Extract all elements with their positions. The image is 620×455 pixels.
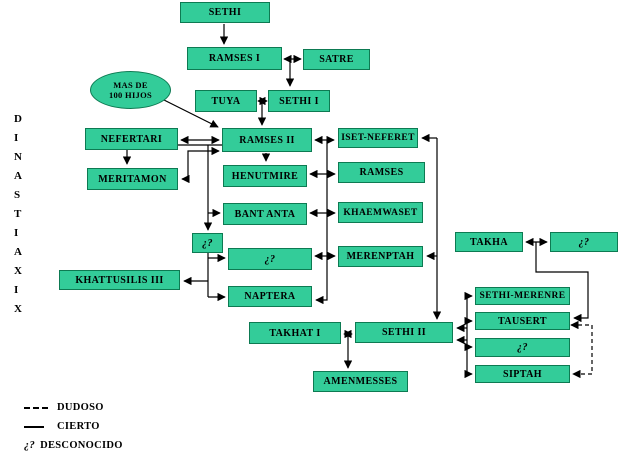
title-letter: X: [14, 303, 22, 315]
node-bant-anta: BANT ANTA: [223, 203, 307, 225]
title-letter: I: [14, 132, 19, 144]
node-sethi-i: SETHI I: [268, 90, 330, 112]
node-iset-neferet: ISET-NEFERET: [338, 128, 418, 148]
node-meritamon: MERITAMON: [87, 168, 178, 190]
node-takha: TAKHA: [455, 232, 523, 252]
node-mas-de-100-hijos: MAS DE 100 HIJOS: [90, 71, 171, 109]
node-tuya: TUYA: [195, 90, 257, 112]
node-naptera: NAPTERA: [228, 286, 312, 307]
node-ramses-i: RAMSES I: [187, 47, 282, 70]
edge-ellipse-ramses2: [163, 99, 219, 128]
node-henutmire: HENUTMIRE: [223, 165, 307, 187]
node-unknown-sethi-ii-wife: ¿?: [475, 338, 570, 357]
node-siptah: SIPTAH: [475, 365, 570, 383]
node-ramses: RAMSES: [338, 162, 425, 183]
node-amenmesses: AMENMESSES: [313, 371, 408, 392]
node-unknown-takha-spouse: ¿?: [550, 232, 618, 252]
node-nefertari: NEFERTARI: [85, 128, 178, 150]
node-ramses-ii: RAMSES II: [222, 128, 312, 152]
node-unknown-wife-small: ¿?: [192, 233, 223, 253]
dynasty-title-vertical: D I N A S T I A X I X: [14, 110, 22, 319]
edge-takha-tausert: [535, 242, 589, 323]
legend-label-desconocido: DESCONOCIDO: [40, 440, 123, 451]
node-khattusilis-iii: KHATTUSILIS III: [59, 270, 180, 290]
dashed-line-sample: [24, 406, 48, 409]
legend-row-desconocido: ¿? DESCONOCIDO: [24, 436, 123, 455]
trunk-ramses2-right: [315, 140, 328, 305]
node-sethi: SETHI: [180, 2, 270, 23]
ellipse-line1: MAS DE: [113, 79, 148, 90]
ellipse-line2: 100 HIJOS: [108, 90, 153, 100]
legend-label-cierto: CIERTO: [57, 421, 100, 432]
edge-meritamon-ramses2: [181, 146, 220, 184]
node-merenptah: MERENPTAH: [338, 246, 423, 267]
title-letter: A: [14, 246, 22, 258]
node-khaemwaset: KHAEMWASET: [338, 202, 423, 223]
edge-tausert-siptah-dashed: [570, 320, 593, 379]
title-letter: X: [14, 265, 22, 277]
node-sethi-merenre: SETHI-MERENRE: [475, 287, 570, 305]
legend-label-dudoso: DUDOSO: [57, 402, 104, 413]
title-letter: D: [14, 113, 22, 125]
node-satre: SATRE: [303, 49, 370, 70]
title-letter: I: [14, 227, 19, 239]
title-letter: N: [14, 151, 22, 163]
legend-row-dudoso: DUDOSO: [24, 398, 123, 417]
node-takhat-i: TAKHAT I: [249, 322, 341, 344]
legend-row-cierto: CIERTO: [24, 417, 123, 436]
title-letter: T: [14, 208, 22, 220]
node-unknown-wife-mid: ¿?: [228, 248, 312, 270]
node-sethi-ii: SETHI II: [355, 322, 453, 343]
title-letter: S: [14, 189, 21, 201]
node-tausert: TAUSERT: [475, 312, 570, 330]
question-mark-symbol: ¿?: [24, 440, 36, 451]
title-letter: I: [14, 284, 19, 296]
solid-line-sample: [24, 425, 44, 428]
legend: DUDOSO CIERTO ¿? DESCONOCIDO: [24, 398, 123, 455]
title-letter: A: [14, 170, 22, 182]
